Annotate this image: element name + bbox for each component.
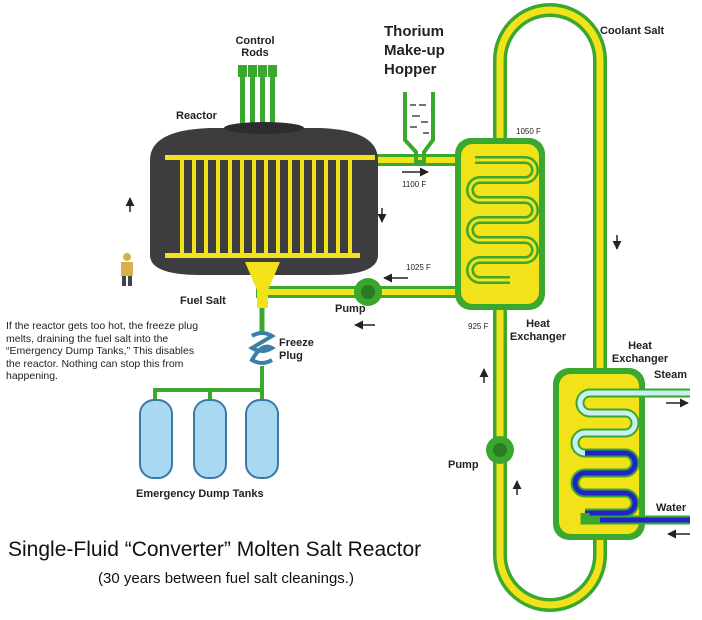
heat-exchanger-secondary-line1: Heat: [628, 340, 652, 352]
thorium-hopper-label-line1: Thorium: [384, 23, 444, 40]
control-rods: [238, 65, 277, 127]
heat-exchanger-primary-label: Heat Exchanger: [508, 318, 568, 344]
freeze-plug-label-line1: Freeze: [279, 337, 314, 349]
freeze-plug-label-line2: Plug: [279, 350, 303, 362]
coolant-salt-label: Coolant Salt: [600, 25, 665, 37]
flow-arrows: [125, 167, 690, 539]
freeze-plug-note: If the reactor gets too hot, the freeze …: [6, 320, 236, 383]
fuel-salt-label: Fuel Salt: [180, 295, 226, 307]
note-line2: melts, draining the fuel salt into the: [6, 332, 169, 345]
steam-label: Steam: [654, 369, 688, 381]
coolant-salt-loop: [493, 3, 607, 612]
thorium-hopper-label: Thorium Make-up Hopper: [384, 22, 445, 79]
heat-exchanger-secondary-line2: Exchanger: [611, 353, 669, 365]
worker-figure: [121, 253, 133, 286]
freeze-plug-label: Freeze Plug: [279, 337, 314, 363]
diagram-title: Single-Fluid “Converter” Molten Salt Rea…: [8, 538, 422, 561]
heat-exchanger-primary-line1: Heat: [526, 318, 550, 330]
water-label: Water: [656, 502, 687, 514]
temp-925-label: 925 F: [468, 322, 489, 331]
temp-1050-label: 1050 F: [516, 127, 541, 136]
heat-exchanger-secondary-label: Heat Exchanger: [610, 340, 670, 366]
emergency-dump-tanks: [139, 399, 279, 479]
pump-lower-graphic: [486, 436, 514, 464]
pump-lower-label: Pump: [448, 459, 479, 471]
reactor-vessel: [150, 122, 378, 308]
note-line4: the reactor. Nothing can stop this from: [6, 357, 184, 370]
pump-upper-graphic: [354, 278, 382, 306]
secondary-heat-exchanger: [553, 368, 690, 540]
pump-upper-label: Pump: [335, 303, 366, 315]
note-line3: “Emergency Dump Tanks,” This disables: [6, 345, 195, 357]
diagram-subtitle: (30 years between fuel salt cleanings.): [98, 570, 354, 587]
note-line5: happening.: [6, 370, 58, 382]
thorium-hopper: [403, 92, 435, 164]
control-rods-label-line2: Rods: [241, 47, 269, 59]
control-rods-label: Control Rods: [230, 35, 280, 59]
temp-1100-label: 1100 F: [402, 180, 427, 189]
control-rods-label-line1: Control: [235, 35, 275, 47]
primary-heat-exchanger: [455, 138, 545, 310]
emergency-dump-tanks-label: Emergency Dump Tanks: [136, 488, 264, 500]
note-line1: If the reactor gets too hot, the freeze …: [6, 320, 199, 332]
thorium-hopper-label-line2: Make-up: [384, 42, 445, 59]
temp-1025-label: 1025 F: [406, 263, 431, 272]
thorium-hopper-label-line3: Hopper: [384, 61, 437, 78]
heat-exchanger-primary-line2: Exchanger: [509, 331, 567, 343]
reactor-label: Reactor: [176, 110, 217, 122]
